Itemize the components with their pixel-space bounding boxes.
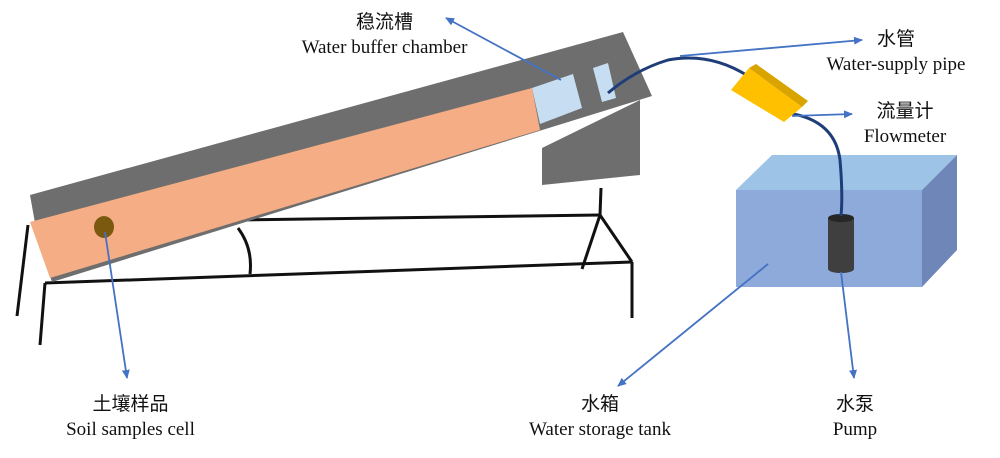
label-buffer-chamber: 稳流槽 Water buffer chamber <box>262 9 507 61</box>
label-pump: 水泵 Pump <box>810 391 900 443</box>
arrow-supply-pipe <box>679 36 863 57</box>
support-frame <box>15 187 634 346</box>
flowmeter <box>731 64 808 122</box>
tank-side <box>922 155 957 287</box>
angle-arc <box>236 227 252 275</box>
label-flowmeter-cn: 流量计 <box>876 100 934 122</box>
soil-flume <box>30 32 652 282</box>
arrow-storage-tank <box>617 263 769 387</box>
soil-sample-dot <box>94 216 114 238</box>
arrow-flowmeter <box>791 110 853 119</box>
label-soil-cell-en: Soil samples cell <box>66 419 195 440</box>
label-storage-tank-cn: 水箱 <box>580 393 619 415</box>
label-flowmeter-en: Flowmeter <box>863 126 947 147</box>
label-buffer-chamber-cn: 稳流槽 <box>355 11 413 33</box>
label-storage-tank-en: Water storage tank <box>529 419 671 440</box>
label-supply-pipe: 水管 Water-supply pipe <box>796 26 996 78</box>
tank-top <box>736 155 957 190</box>
arrow-pump <box>840 271 857 379</box>
supply-pipe <box>607 56 749 95</box>
label-buffer-chamber-en: Water buffer chamber <box>301 37 468 58</box>
label-storage-tank: 水箱 Water storage tank <box>500 391 700 443</box>
pump-pipe <box>787 111 844 217</box>
arrow-buffer-chamber <box>445 17 562 81</box>
flume-end-box <box>542 100 640 185</box>
buffer-chamber-water <box>532 74 582 124</box>
soil-layer <box>30 88 540 278</box>
pump <box>828 214 854 273</box>
label-soil-cell: 土壤样品 Soil samples cell <box>38 391 223 443</box>
arrow-soil-cell <box>104 231 130 379</box>
label-pump-en: Pump <box>832 419 878 440</box>
label-supply-pipe-cn: 水管 <box>876 28 915 50</box>
label-supply-pipe-en: Water-supply pipe <box>826 54 966 75</box>
label-pump-cn: 水泵 <box>835 393 874 415</box>
label-soil-cell-cn: 土壤样品 <box>92 393 169 415</box>
label-flowmeter: 流量计 Flowmeter <box>840 98 970 150</box>
label-arrows <box>104 17 863 387</box>
